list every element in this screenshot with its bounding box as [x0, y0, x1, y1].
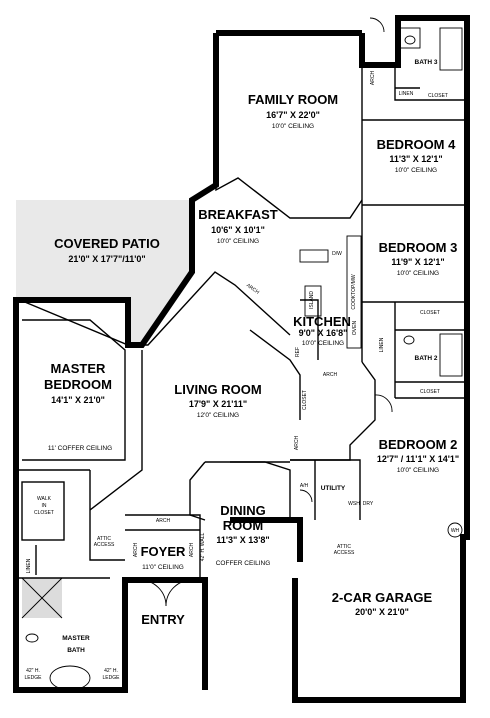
- breakfast-name: BREAKFAST: [198, 207, 278, 222]
- family-door-icon: [369, 17, 385, 33]
- master-bath-name-2: BATH: [67, 647, 85, 654]
- breakfast-dims: 10'6" X 10'1": [211, 225, 265, 235]
- kitchen-sink: [299, 249, 329, 263]
- utility-name: UTILITY: [321, 485, 346, 492]
- bath-3-name: BATH 3: [415, 59, 438, 66]
- closet-label: CLOSET: [302, 390, 308, 410]
- master-bedroom-ceiling: 11' COFFER CEILING: [48, 445, 112, 452]
- dining-room-name-1: DINING: [220, 503, 266, 518]
- bedroom-4-dims: 11'3" X 12'1": [389, 154, 442, 164]
- entry-door-icon: [139, 579, 167, 607]
- room-labels: FAMILY ROOM 16'7" X 22'0" 10'0" CEILING …: [44, 59, 459, 654]
- ah-label: A/H: [300, 483, 309, 489]
- bedroom2-door-icon: [374, 394, 393, 413]
- bedroom-3-dims: 11'9" X 12'1": [391, 257, 444, 267]
- garage-name: 2-CAR GARAGE: [332, 590, 433, 605]
- foyer-name: FOYER: [141, 544, 186, 559]
- fixtures: [21, 27, 463, 701]
- bedroom-2-ceiling: 10'0" CEILING: [397, 467, 439, 474]
- master-toilet: [25, 633, 39, 643]
- bath2-tub: [439, 333, 463, 377]
- master-bedroom-name-2: BEDROOM: [44, 377, 112, 392]
- interior-walls: [16, 65, 467, 580]
- covered-patio-name: COVERED PATIO: [54, 236, 160, 251]
- arch-label: ARCH: [156, 518, 171, 524]
- bedroom-3-ceiling: 10'0" CEILING: [397, 270, 439, 277]
- linen-label: LINEN: [26, 558, 32, 573]
- covered-patio-area: [16, 200, 192, 345]
- closet-label: CLOSET: [420, 389, 440, 395]
- closet-label: CLOSET: [420, 310, 440, 316]
- utility-door-icon: [299, 489, 313, 503]
- arch-label: ARCH: [294, 436, 300, 451]
- family-room-ceiling: 10'0" CEILING: [272, 123, 314, 130]
- master-bath-name-1: MASTER: [62, 635, 90, 642]
- h-wall-label: 42" H. WALL: [200, 533, 206, 562]
- wsh-label: WSH: [348, 501, 360, 507]
- living-room-name: LIVING ROOM: [174, 382, 261, 397]
- island-label: ISLAND: [309, 291, 315, 309]
- master-bedroom-name-1: MASTER: [51, 361, 107, 376]
- ledge-label-2: LEDGE: [103, 675, 121, 681]
- entry-name: ENTRY: [141, 612, 185, 627]
- dining-room-name-2: ROOM: [223, 518, 263, 533]
- dining-room-dims: 11'3" X 13'8": [216, 535, 269, 545]
- attic-label-2: ACCESS: [334, 550, 355, 556]
- cooktop-label: COOKTOP/MW: [351, 274, 357, 309]
- bath3-tub: [439, 27, 463, 71]
- kitchen-name: KITCHEN: [293, 314, 351, 329]
- attic-label-1: ATTIC: [97, 536, 111, 542]
- bath-2-name: BATH 2: [415, 355, 438, 362]
- arch-label: ARCH: [323, 372, 338, 378]
- oven-label: OVEN: [352, 321, 358, 336]
- bedroom-2-name: BEDROOM 2: [379, 437, 458, 452]
- linen-label: LINEN: [399, 91, 414, 97]
- master-tub: [49, 665, 91, 691]
- arch-label: ARCH: [370, 71, 376, 86]
- foyer-ceiling: 11'0" CEILING: [142, 564, 184, 571]
- bath3-toilet: [404, 35, 416, 45]
- arch-label: ARCH: [245, 283, 260, 296]
- water-heater-icon: [447, 522, 463, 538]
- arch-label: ARCH: [133, 543, 139, 558]
- dry-label: DRY: [363, 501, 374, 507]
- covered-patio-dims: 21'0" X 17'7"/11'0": [68, 254, 145, 264]
- bedroom-3-name: BEDROOM 3: [379, 240, 458, 255]
- ledge-label-1: 42" H.: [104, 668, 118, 674]
- bath3-vanity: [399, 27, 421, 49]
- dw-label: D/W: [332, 251, 342, 257]
- family-room-name: FAMILY ROOM: [248, 92, 338, 107]
- ledge-label-1: 42" H.: [26, 668, 40, 674]
- kitchen-dims: 9'0" X 16'8": [299, 328, 348, 338]
- kitchen-island: [304, 285, 322, 317]
- dining-room-ceiling: COFFER CEILING: [216, 560, 271, 567]
- doors: [139, 17, 393, 607]
- kitchen-ceiling: 10'0" CEILING: [302, 340, 344, 347]
- walk-in-closet-2: IN: [42, 503, 47, 509]
- ledge-label-2: LEDGE: [25, 675, 43, 681]
- living-room-dims: 17'9" X 21'11": [189, 399, 247, 409]
- bedroom-2-dims: 12'7" / 11'1" X 14'1": [377, 454, 459, 464]
- garage-dims: 20'0" X 21'0": [355, 607, 409, 617]
- arch-label: ARCH: [189, 543, 195, 558]
- master-bedroom-dims: 14'1" X 21'0": [51, 395, 105, 405]
- kitchen-counter: [346, 235, 362, 349]
- ref-label: REF: [295, 347, 301, 357]
- living-room-ceiling: 12'0" CEILING: [197, 412, 239, 419]
- walk-in-closet-1: WALK: [37, 496, 52, 502]
- attic-label-2: ACCESS: [94, 542, 115, 548]
- family-room-dims: 16'7" X 22'0": [266, 110, 320, 120]
- breakfast-ceiling: 10'0" CEILING: [217, 238, 259, 245]
- attic-label-1: ATTIC: [337, 544, 351, 550]
- entry-door-icon: [165, 579, 193, 607]
- bath2-toilet: [403, 335, 415, 345]
- wh-label: WH: [451, 528, 460, 534]
- walk-in-closet-3: CLOSET: [34, 510, 54, 516]
- bedroom-4-name: BEDROOM 4: [377, 137, 457, 152]
- closet-label: CLOSET: [428, 93, 448, 99]
- linen-label: LINEN: [379, 337, 385, 352]
- bedroom-4-ceiling: 10'0" CEILING: [395, 167, 437, 174]
